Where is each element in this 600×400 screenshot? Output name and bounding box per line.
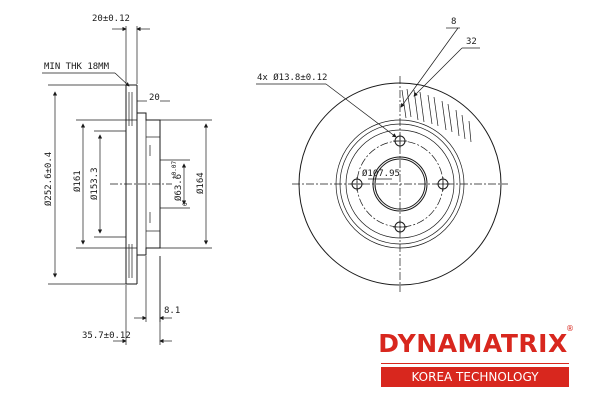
brand-registered-mark: ® [566,324,574,333]
thickness-top-label: 20±0.12 [92,14,130,24]
callout-8-label: 8 [451,17,456,27]
hub-20-label: 20 [149,93,160,103]
dia-161-label: Ø161 [72,170,83,192]
brand-rule [381,363,569,364]
front-view: 4x Ø13.8±0.12 Ø107.95 8 32 [256,17,508,292]
dim-8-1-label: 8.1 [164,306,180,316]
brand-logo: DYNAMATRIX ® KOREA TECHNOLOGY [371,322,575,390]
dia-153-label: Ø153.3 [89,167,100,200]
callout-32-label: 32 [466,37,477,47]
height-label: 35.7±0.12 [82,331,131,341]
brand-name: DYNAMATRIX [378,329,568,358]
pcd-label: Ø107.95 [362,168,400,179]
min-thk-label: MIN THK 18MM [44,62,110,72]
vent-slots [401,88,472,143]
holes-label: 4x Ø13.8±0.12 [257,72,327,83]
brand-tagline: KOREA TECHNOLOGY [381,367,569,387]
dia-center-tol-label: +0.07 [171,161,178,179]
dia-center-label: Ø63.6 [173,174,184,201]
dia-164-label: Ø164 [195,172,206,194]
dia-outer-label: Ø252.6±0.4 [43,152,54,206]
side-view: 20±0.12 MIN THK 18MM 20 Ø252.6±0.4 Ø161 … [42,14,212,345]
dia-center-tol2-label: 0 [182,202,189,206]
